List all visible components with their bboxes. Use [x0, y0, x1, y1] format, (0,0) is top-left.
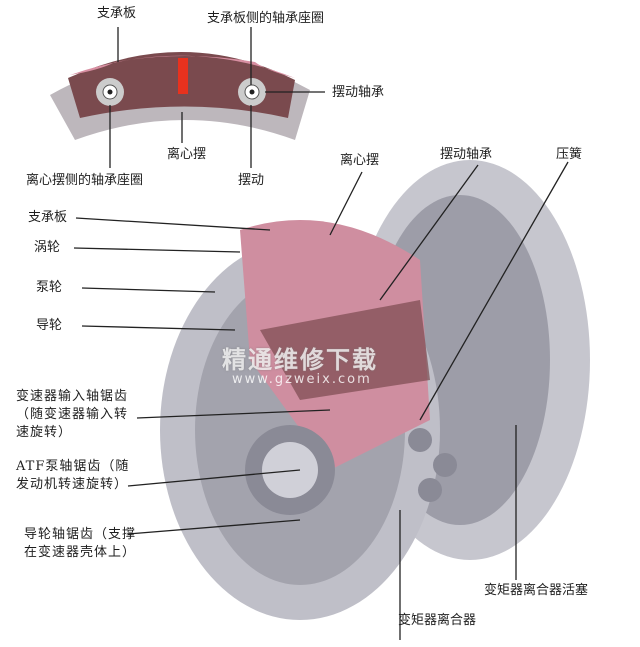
label-pump-wheel: 泵轮 [36, 280, 63, 295]
label-inset-pendulum-side-bearing-seat: 离心摆侧的轴承座圈 [26, 173, 144, 188]
label-inset-pendulum-bearing: 摆动轴承 [332, 85, 385, 100]
label-pressure-spring: 压簧 [556, 147, 583, 162]
watermark-url: www.gzweix.com [232, 372, 372, 387]
label-inset-swing: 摆动 [238, 173, 265, 188]
label-inset-centrifugal-pendulum: 离心摆 [167, 147, 207, 162]
label-stator: 导轮 [36, 318, 63, 333]
label-pendulum-bearing: 摆动轴承 [440, 147, 493, 162]
label-inset-support-side-bearing-seat: 支承板侧的轴承座圈 [207, 11, 325, 26]
watermark: 精通维修下载 [222, 345, 378, 374]
label-centrifugal-pendulum: 离心摆 [340, 153, 380, 168]
label-support-plate: 支承板 [28, 210, 68, 225]
leader-lines [73, 27, 569, 640]
label-input-shaft-spline: 变速器输入轴锯齿（随变速器输入转速旋转） [16, 389, 129, 440]
label-clutch: 变矩器离合器 [398, 613, 477, 628]
torque-converter-illustration [160, 160, 590, 620]
label-turbine: 涡轮 [34, 240, 61, 255]
inset-pendulum-illustration [50, 51, 310, 141]
label-inset-support-plate: 支承板 [97, 6, 137, 21]
label-clutch-piston: 变矩器离合器活塞 [484, 583, 589, 598]
label-atf-pump-spline: ATF泵轴锯齿（随发动机转速旋转） [16, 459, 130, 492]
label-stator-spline: 导轮轴锯齿（支撑在变速器壳体上） [24, 527, 137, 560]
